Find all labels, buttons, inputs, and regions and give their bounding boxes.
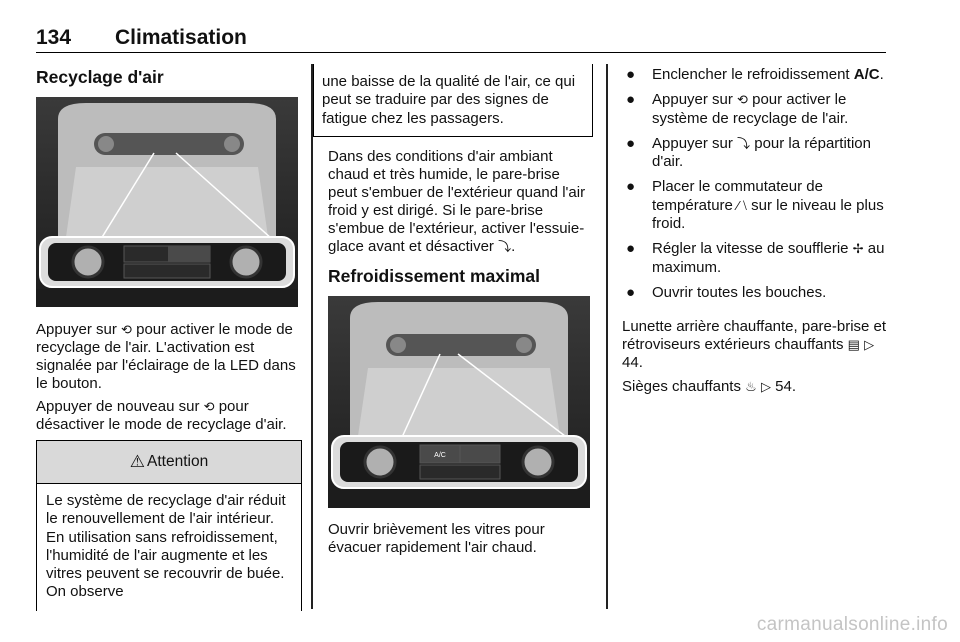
recirculation-icon: ⟲ xyxy=(121,322,132,337)
page-header: 134 Climatisation xyxy=(36,24,886,53)
seat-heat-icon: ♨ xyxy=(745,379,757,394)
para-heated-seats: Sièges chauffants ♨ ▷ 54. xyxy=(622,378,797,395)
air-distribution-icon: ⤵ xyxy=(737,135,751,151)
page-ref-link[interactable]: 44 xyxy=(622,354,639,371)
list-item: ●Appuyer sur ⟲ pour activer le système d… xyxy=(626,91,849,127)
ac-button-label: A/C xyxy=(434,452,446,459)
list-item: ●Enclencher le refroidissement A/C. xyxy=(626,66,884,83)
list-item: ●Régler la vitesse de soufflerie ✢ au ma… xyxy=(626,240,885,276)
attention-text-continued: une baisse de la qualité de l'air, ce qu… xyxy=(322,73,576,127)
list-item: ●Appuyer sur ⤵ pour la répartition d'air… xyxy=(626,134,871,171)
para-rear-defrost: Lunette arrière chauffante, pare-brise e… xyxy=(622,318,887,371)
para-recirculation-off: Appuyer de nouveau sur ⟲ pour désactiver… xyxy=(36,398,287,433)
list-item: ●Placer le commutateur de température ⁄ … xyxy=(626,178,884,233)
para-open-windows: Ouvrir brièvement les vitres pour évacue… xyxy=(328,521,545,556)
attention-title: Attention xyxy=(147,453,209,470)
page-reference-icon: ▷ xyxy=(760,379,771,394)
para-windscreen-fog: Dans des conditions d'air ambiant chaud … xyxy=(328,148,586,255)
page-number: 134 xyxy=(36,26,72,49)
console-photo-max-cooling: A/C xyxy=(328,296,590,508)
rear-defrost-icon: ▤ xyxy=(847,337,860,352)
section-title-recirculation: Recyclage d'air xyxy=(36,67,164,87)
recirculation-icon: ⟲ xyxy=(203,399,215,414)
list-item: ●Ouvrir toutes les bouches. xyxy=(626,283,827,301)
fan-icon: ✢ xyxy=(852,241,864,257)
warning-icon: ⚠ xyxy=(129,452,146,471)
para-recirculation-on: Appuyer sur ⟲ pour activer le mode de re… xyxy=(36,321,296,392)
recirculation-icon: ⟲ xyxy=(737,92,748,108)
max-cooling-steps-list: ●Enclencher le refroidissement A/C. ●App… xyxy=(622,66,888,309)
watermark: carmanualsonline.info xyxy=(756,614,948,635)
chapter-title: Climatisation xyxy=(115,26,247,49)
console-photo-recirculation xyxy=(36,97,298,307)
page-reference-icon: ▷ xyxy=(864,337,875,352)
attention-header: ⚠Attention xyxy=(37,441,301,484)
section-title-max-cooling: Refroidissement maximal xyxy=(328,266,541,286)
column-divider-1 xyxy=(311,64,313,609)
attention-text: Le système de recyclage d'air réduit le … xyxy=(46,492,286,601)
attention-box: ⚠Attention Le système de recyclage d'air… xyxy=(36,440,302,611)
temperature-switch-icon: ⁄ ⧵ xyxy=(737,197,747,213)
attention-box-continued: une baisse de la qualité de l'air, ce qu… xyxy=(313,64,593,137)
air-distribution-icon: ⤵ xyxy=(498,239,512,254)
column-divider-2 xyxy=(606,64,608,609)
page-ref-link[interactable]: 54 xyxy=(775,378,792,395)
